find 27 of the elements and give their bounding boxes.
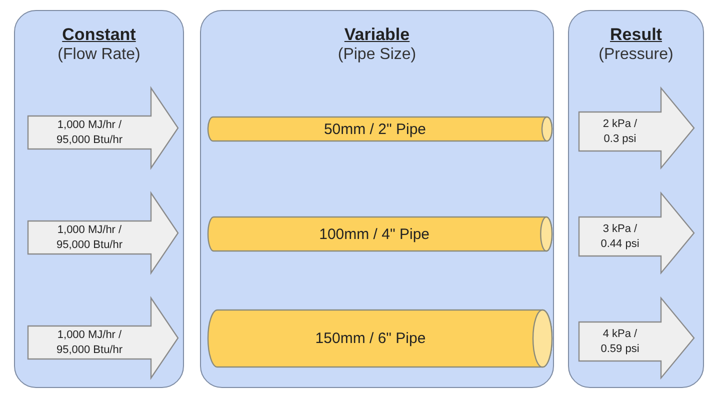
panel-heading: Result [609, 25, 663, 45]
pipe-label: 50mm / 2" Pipe [322, 120, 428, 140]
panel [14, 10, 184, 388]
pipe-label: 100mm / 4" Pipe [318, 224, 431, 244]
arrow-shape [28, 193, 178, 273]
value-label: 1,000 MJ/hr / 95,000 Btu/hr [55, 328, 124, 358]
value-label: 4 kPa / 0.59 psi [600, 326, 640, 356]
pipe-drawing [208, 217, 552, 251]
arrow-shape [579, 88, 694, 168]
panel-subheading: (Flow Rate) [56, 46, 142, 64]
value-label: 2 kPa / 0.3 psi [602, 116, 638, 146]
value-label: 3 kPa / 0.44 psi [600, 222, 640, 252]
pipe-drawing [208, 117, 552, 141]
panel-subheading: (Pipe Size) [336, 46, 418, 64]
panel-heading: Variable [343, 25, 411, 45]
panel [200, 10, 554, 388]
arrow-shape [28, 88, 178, 168]
arrow-shape [28, 298, 178, 378]
value-label: 1,000 MJ/hr / 95,000 Btu/hr [55, 118, 124, 148]
panel-subheading: (Pressure) [598, 46, 674, 64]
panel [568, 10, 704, 388]
pipe-label: 150mm / 6" Pipe [314, 329, 427, 349]
arrow-shape [579, 298, 694, 378]
arrow-shape [579, 193, 694, 273]
value-label: 1,000 MJ/hr / 95,000 Btu/hr [55, 222, 124, 252]
panel-heading: Constant [61, 25, 137, 45]
pipe-drawing [208, 310, 552, 367]
